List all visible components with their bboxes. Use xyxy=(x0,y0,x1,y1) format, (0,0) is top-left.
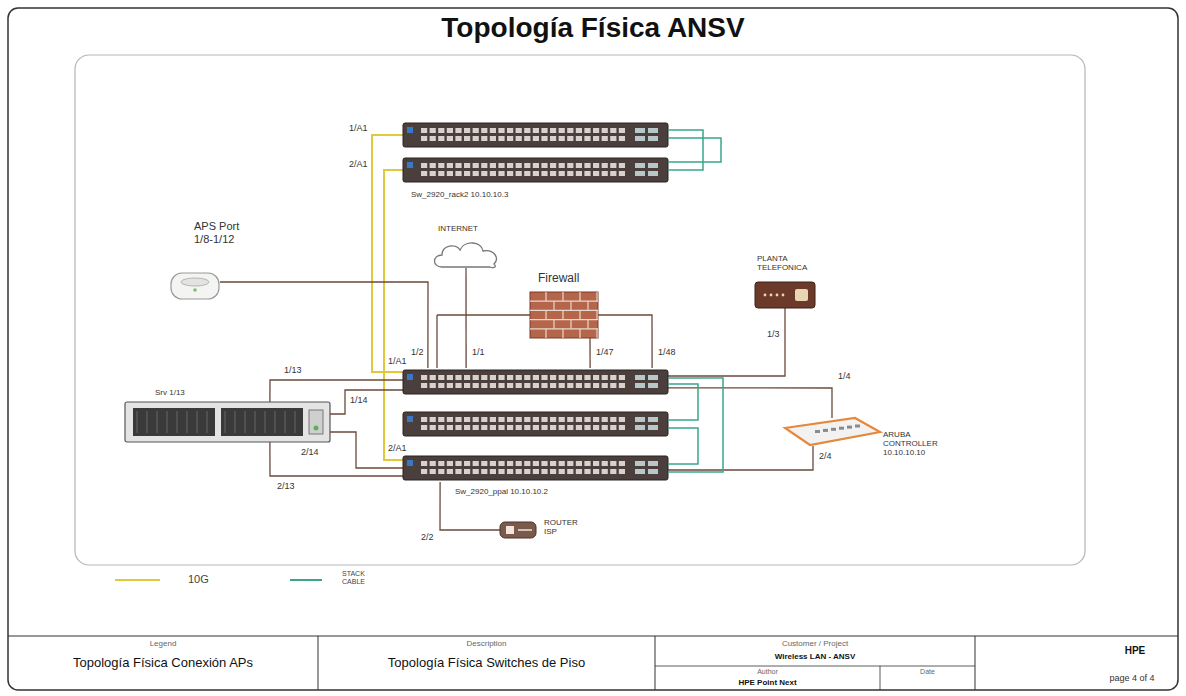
link-line xyxy=(589,338,590,368)
link-line xyxy=(668,308,785,376)
port-label: 1/3 xyxy=(766,330,781,340)
device-label: Firewall xyxy=(538,272,618,286)
access-point: APS Port 1/8-1/12 xyxy=(170,272,220,300)
internet-cloud: INTERNET xyxy=(430,238,502,268)
device-label: Sw_2920_ppal 10.10.10.2 xyxy=(455,487,655,496)
footer-header: Author xyxy=(655,668,880,676)
link-line xyxy=(270,442,403,476)
firewall-wall: Firewall xyxy=(530,292,598,338)
device-label: ARUBA CONTROLLER 10.10.10.10 xyxy=(883,430,963,458)
port-label: 2/2 xyxy=(420,533,435,543)
internet-cloud-icon xyxy=(430,238,502,268)
footer-header: Customer / Project xyxy=(655,639,975,648)
device-label: Srv 1/13 xyxy=(155,388,235,397)
port-label: 2/4 xyxy=(818,452,833,462)
link-line xyxy=(465,268,466,368)
port-label: 1/A1 xyxy=(348,124,369,134)
device-label: APS Port 1/8-1/12 xyxy=(194,220,254,245)
legend-text: STACK CABLE xyxy=(342,570,374,586)
wireless-controller-icon xyxy=(785,418,880,446)
footer-value: HPE Point Next xyxy=(655,678,880,687)
footer-header: Legend xyxy=(8,639,318,648)
server-box-icon xyxy=(125,402,330,442)
footer-value: HPE xyxy=(1100,645,1170,657)
page-number: page 4 of 4 xyxy=(1090,673,1174,683)
port-label: 1/4 xyxy=(837,372,852,382)
footer-value: Topología Física Switches de Piso xyxy=(318,656,655,671)
link-line xyxy=(330,390,403,414)
link-line xyxy=(668,388,832,418)
router-device: ROUTER ISP xyxy=(500,520,536,540)
access-point-icon xyxy=(170,272,220,300)
device-label: Sw_2920_rack2 10.10.10.3 xyxy=(411,190,611,199)
switch-stack-icon xyxy=(403,368,668,482)
phone-system-icon xyxy=(755,282,815,308)
link-line xyxy=(220,282,428,368)
port-label: 1/47 xyxy=(595,348,615,358)
link-line xyxy=(384,170,403,460)
port-label: 2/13 xyxy=(276,482,296,492)
legend-text: 10G xyxy=(188,573,228,586)
link-line xyxy=(598,315,652,368)
wireless-controller: ARUBA CONTROLLER 10.10.10.10 xyxy=(785,418,880,446)
footer-value: Wireless LAN - ANSV xyxy=(655,652,975,661)
link-line xyxy=(270,380,403,402)
diagram-title: Topología Física ANSV xyxy=(0,12,1186,44)
server-box: Srv 1/13 xyxy=(125,402,330,442)
footer-header: Date xyxy=(880,668,975,676)
firewall-wall-icon xyxy=(530,292,598,338)
router-device-icon xyxy=(500,520,536,540)
port-label: 1/1 xyxy=(471,348,486,358)
footer-value: Topología Física Conexión APs xyxy=(8,656,318,671)
port-label: 1/13 xyxy=(283,366,303,376)
device-label: INTERNET xyxy=(438,224,508,233)
switch-stack: Sw_2920_rack2 10.10.10.3 xyxy=(403,120,668,184)
switch-stack: Sw_2920_ppal 10.10.10.2 xyxy=(403,368,668,482)
legend-sample xyxy=(290,579,322,581)
port-label: 1/2 xyxy=(410,348,425,358)
device-label: PLANTA TELEFONICA xyxy=(757,254,819,272)
switch-stack-icon xyxy=(403,120,668,184)
footer-header: Description xyxy=(318,639,655,648)
port-label: 1/48 xyxy=(657,348,677,358)
port-label: 2/14 xyxy=(300,448,320,458)
legend-sample xyxy=(115,579,160,581)
port-label: 1/14 xyxy=(349,396,369,406)
device-label: ROUTER ISP xyxy=(544,518,584,536)
port-label: 1/A1 xyxy=(387,357,408,367)
port-label: 2/A1 xyxy=(387,444,408,454)
phone-system: PLANTA TELEFONICA xyxy=(755,282,815,308)
port-label: 2/A1 xyxy=(348,160,369,170)
link-line xyxy=(668,446,813,470)
